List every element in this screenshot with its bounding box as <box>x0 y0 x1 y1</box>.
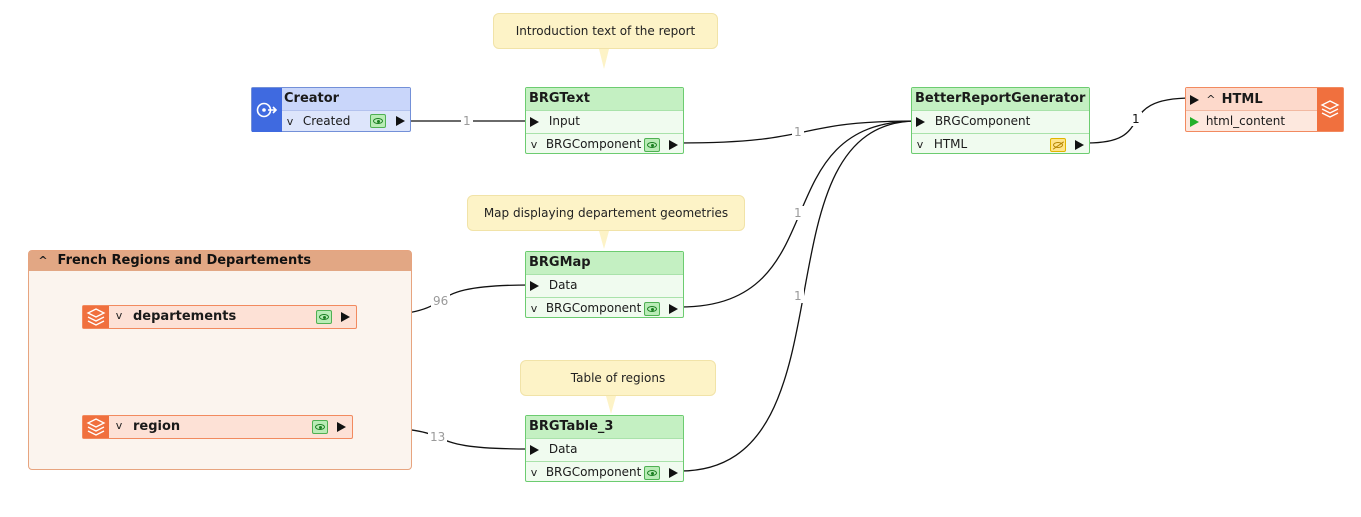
chevron-down-icon[interactable]: v <box>530 138 538 151</box>
layers-icon <box>1317 88 1343 131</box>
annotation-intro[interactable]: Introduction text of the report <box>493 13 718 49</box>
layers-icon <box>83 306 109 328</box>
annotation-text: Introduction text of the report <box>515 24 696 38</box>
output-arrow-icon[interactable] <box>669 304 678 314</box>
input-arrow-icon <box>530 444 539 455</box>
port-label: HTML <box>933 137 968 151</box>
input-arrow-icon <box>530 116 539 127</box>
inspect-eye-icon[interactable] <box>644 466 660 480</box>
transformer-title: BRGMap <box>526 252 683 274</box>
creator-transformer[interactable]: Creator v Created <box>251 87 411 132</box>
writer-feature-type[interactable]: html_content <box>1186 110 1317 132</box>
chevron-down-icon[interactable]: v <box>286 115 294 128</box>
layers-icon <box>83 416 109 438</box>
inspect-eye-icon[interactable] <box>312 420 328 434</box>
chevron-up-icon[interactable]: ^ <box>1206 93 1216 106</box>
input-arrow-icon <box>916 116 925 127</box>
annotation-map[interactable]: Map displaying departement geometries <box>467 195 745 231</box>
port-label: BRGComponent <box>545 465 642 479</box>
count-label: 1 <box>1130 112 1142 126</box>
transformer-title: BetterReportGenerator <box>912 88 1089 110</box>
output-arrow-icon[interactable] <box>337 422 346 432</box>
creator-output-port[interactable]: v Created <box>282 110 410 132</box>
writer-input-arrow-icon <box>1190 94 1199 105</box>
chevron-up-icon[interactable]: ^ <box>38 254 48 267</box>
transformer-title: BRGTable_3 <box>526 416 683 438</box>
count-label: 1 <box>461 114 473 128</box>
port-label: Data <box>548 278 578 292</box>
input-port[interactable]: Data <box>526 438 683 461</box>
better-report-generator-transformer[interactable]: BetterReportGenerator BRGComponent v HTM… <box>911 87 1090 154</box>
count-label: 1 <box>792 206 804 220</box>
inspect-eye-icon[interactable] <box>644 302 660 316</box>
chevron-down-icon[interactable]: v <box>916 138 924 151</box>
count-label: 1 <box>792 125 804 139</box>
brgtext-transformer[interactable]: BRGText Input v BRGComponent <box>525 87 684 154</box>
output-port[interactable]: v BRGComponent <box>526 297 683 320</box>
annotation-text: Map displaying departement geometries <box>483 206 729 220</box>
count-label: 13 <box>428 430 448 444</box>
annotation-tail <box>599 231 609 249</box>
chevron-down-icon[interactable]: v <box>115 309 123 322</box>
port-label: Input <box>548 114 580 128</box>
annotation-tail <box>599 49 609 69</box>
brgtable-transformer[interactable]: BRGTable_3 Data v BRGComponent <box>525 415 684 482</box>
input-port[interactable]: Data <box>526 274 683 297</box>
annotation-tail <box>606 396 616 414</box>
output-arrow-icon[interactable] <box>396 116 405 126</box>
inspect-eye-icon[interactable] <box>644 138 660 152</box>
html-writer[interactable]: ^ HTML html_content <box>1185 87 1344 132</box>
input-arrow-icon <box>530 280 539 291</box>
inspect-eye-icon[interactable] <box>370 114 386 128</box>
port-label: BRGComponent <box>545 137 642 151</box>
port-label: BRGComponent <box>934 114 1031 128</box>
output-arrow-icon[interactable] <box>1075 140 1084 150</box>
count-label: 96 <box>431 294 451 308</box>
input-port[interactable]: Input <box>526 110 683 133</box>
annotation-table[interactable]: Table of regions <box>520 360 716 396</box>
transformer-title: BRGText <box>526 88 683 110</box>
inspect-disabled-eye-icon[interactable] <box>1050 138 1066 152</box>
bookmark-header[interactable]: ^ French Regions and Departements <box>29 251 411 271</box>
output-arrow-icon[interactable] <box>669 140 678 150</box>
chevron-down-icon[interactable]: v <box>530 466 538 479</box>
reader-label: region <box>133 419 181 434</box>
writer-header[interactable]: ^ HTML <box>1186 88 1317 110</box>
writer-title: HTML <box>1221 92 1263 107</box>
creator-icon <box>252 88 282 132</box>
input-port[interactable]: BRGComponent <box>912 110 1089 133</box>
annotation-text: Table of regions <box>570 371 666 385</box>
reader-region[interactable]: v region <box>82 415 353 439</box>
chevron-down-icon[interactable]: v <box>530 302 538 315</box>
port-label: BRGComponent <box>545 301 642 315</box>
creator-title: Creator <box>282 88 410 110</box>
reader-label: departements <box>133 309 237 324</box>
inspect-eye-icon[interactable] <box>316 310 332 324</box>
output-port[interactable]: v BRGComponent <box>526 461 683 484</box>
output-arrow-icon[interactable] <box>341 312 350 322</box>
port-label: Data <box>548 442 578 456</box>
output-port[interactable]: v BRGComponent <box>526 133 683 156</box>
port-label: html_content <box>1205 114 1286 128</box>
bookmark-title: French Regions and Departements <box>57 253 312 268</box>
reader-departements[interactable]: v departements <box>82 305 357 329</box>
play-icon <box>1190 116 1199 127</box>
port-label: Created <box>302 114 351 128</box>
output-arrow-icon[interactable] <box>669 468 678 478</box>
chevron-down-icon[interactable]: v <box>115 419 123 432</box>
brgmap-transformer[interactable]: BRGMap Data v BRGComponent <box>525 251 684 318</box>
output-port[interactable]: v HTML <box>912 133 1089 156</box>
count-label: 1 <box>792 289 804 303</box>
